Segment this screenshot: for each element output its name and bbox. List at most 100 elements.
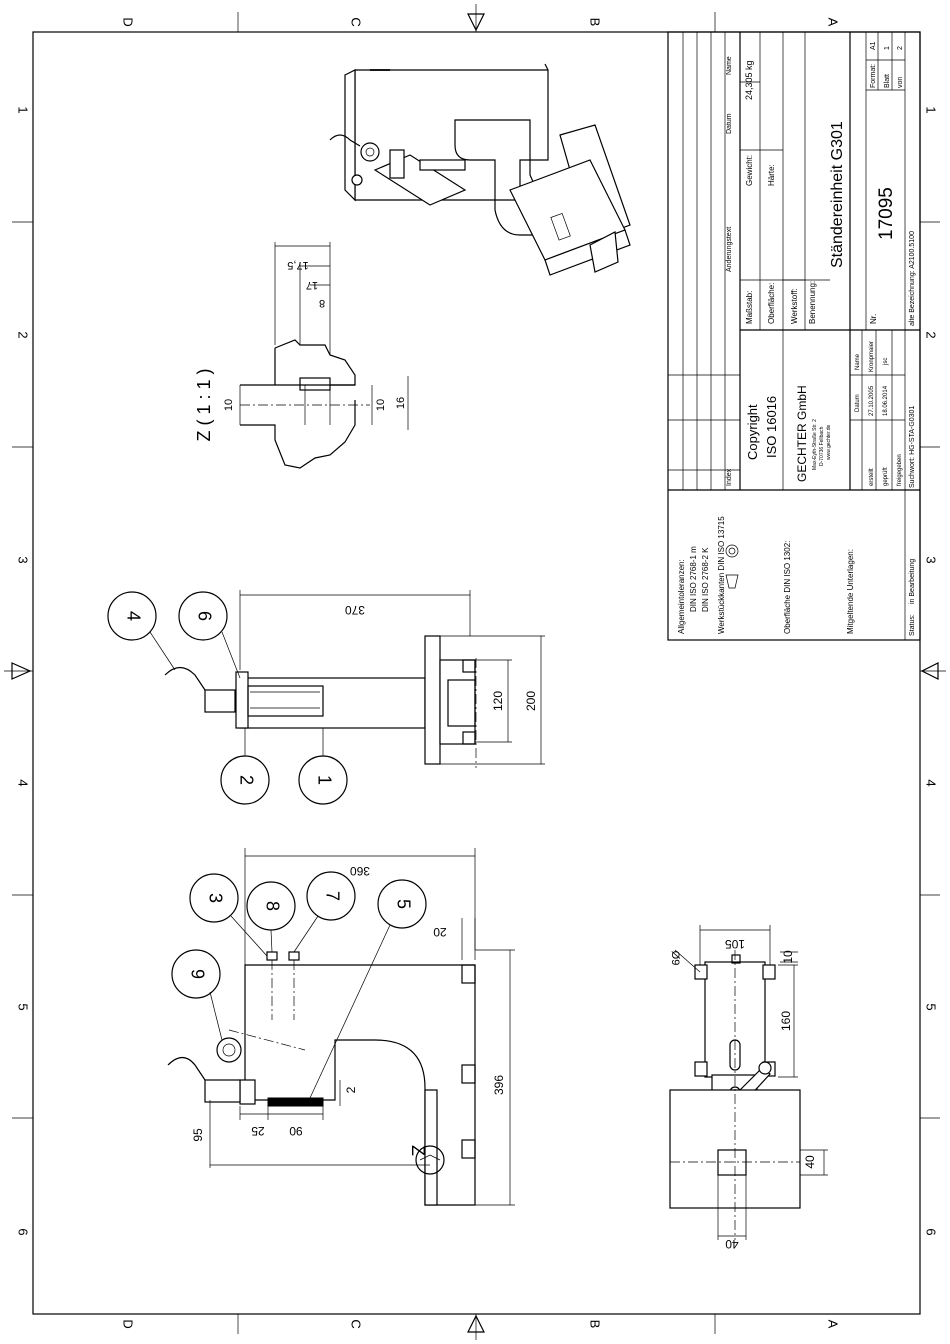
- werkstueckkanten: Werkstückkanten DIN ISO 13715: [717, 516, 726, 634]
- din-iso-2768-2: DIN ISO 2768-2 K: [701, 547, 710, 612]
- balloon-2: 2: [236, 775, 256, 785]
- zone-letter: D: [121, 17, 136, 26]
- dim-20: 20: [433, 925, 447, 939]
- detail-view-z: Z ( 1 : 1 ) 17,5 17 8 10 10 16: [194, 242, 409, 469]
- dim-396: 396: [492, 1075, 506, 1095]
- zone-number: 5: [924, 1003, 939, 1010]
- head-datum: Datum: [855, 394, 861, 412]
- benennung-value: Ständereinheit G301: [829, 121, 846, 268]
- zone-number: 6: [16, 1228, 31, 1235]
- zone-number: 3: [16, 556, 31, 563]
- zone-letter: C: [349, 17, 364, 26]
- zone-number: 2: [924, 331, 939, 338]
- erstellt-date: 27.10.2005: [869, 385, 875, 416]
- dim-10-right: 10: [375, 399, 387, 411]
- dim-120: 120: [491, 691, 505, 711]
- dim-90: 90: [289, 1124, 303, 1138]
- mitgeltende-unterlagen: Mitgeltende Unterlagen:: [846, 549, 855, 634]
- zone-numbers: 1 2 3 4 5 6 1 2 3 4 5 6: [16, 106, 939, 1235]
- balloon-4: 4: [123, 611, 143, 621]
- label-name: Name: [726, 56, 733, 75]
- balloon-3: 3: [205, 893, 225, 903]
- front-view: 360 20 396 Z 2 95: [167, 848, 515, 1206]
- label-massstab: Maßstab:: [745, 291, 754, 324]
- side-view: 370 120 200 4 6 2 1: [107, 590, 545, 805]
- dim-40-bottom: 40: [725, 1237, 739, 1251]
- balloon-5: 5: [393, 899, 413, 909]
- dim-160: 160: [779, 1011, 793, 1031]
- dim-17-5: 17,5: [287, 259, 308, 271]
- nr-value: 17095: [876, 187, 897, 240]
- zone-number: 4: [924, 779, 939, 786]
- freigegeben-label: freigegeben: [897, 454, 903, 486]
- dim-25: 25: [251, 1124, 265, 1138]
- format-value: A1: [870, 41, 877, 50]
- din-iso-2768-1: DIN ISO 2768-1 m: [689, 546, 698, 612]
- dim-105: 105: [725, 937, 745, 951]
- dim-16: 16: [395, 397, 407, 409]
- company-address-2: D-70736 Fellbach: [819, 426, 825, 466]
- label-nr: Nr.: [869, 314, 878, 324]
- zone-number: 4: [16, 779, 31, 786]
- zone-number: 1: [924, 106, 939, 113]
- balloon-7: 7: [322, 891, 342, 901]
- dim-360: 360: [350, 864, 370, 878]
- label-benennung: Benennung:: [808, 281, 817, 324]
- balloon-1: 1: [314, 775, 334, 785]
- z-label: Z: [408, 1145, 428, 1156]
- label-haerte: Härte:: [767, 164, 776, 186]
- label-werkstoff: Werkstoff:: [790, 288, 799, 324]
- zone-number: 1: [16, 106, 31, 113]
- allgemeintoleranzen: Allgemeintoleranzen:: [677, 559, 686, 634]
- balloon-6: 6: [194, 611, 214, 621]
- dim-2: 2: [344, 1086, 358, 1093]
- dim-17: 17: [306, 279, 318, 291]
- von-value: 2: [897, 46, 904, 50]
- dim-10-left: 10: [223, 399, 235, 411]
- top-view: 105 10 160 40 40 Ø9: [669, 925, 828, 1251]
- copyright-line-2: ISO 16016: [764, 396, 779, 458]
- zone-letter: A: [826, 18, 841, 27]
- suchwort: Suchwort: HG-STA-G0301: [909, 406, 916, 488]
- label-oberflaeche: Oberfläche:: [767, 283, 776, 324]
- zone-number: 6: [924, 1228, 939, 1235]
- zone-number: 3: [924, 556, 939, 563]
- label-index: Index: [726, 468, 733, 486]
- dim-40-right: 40: [803, 1155, 817, 1169]
- label-aenderungstext: Änderungstext: [725, 227, 733, 272]
- geprueft-date: 18.06.2014: [883, 385, 889, 416]
- zone-number: 2: [16, 331, 31, 338]
- zone-letter: B: [588, 18, 603, 27]
- erstellt-name: Kronpmaier: [869, 341, 875, 372]
- label-format: Format:: [870, 64, 877, 88]
- zone-letter: C: [349, 1319, 364, 1328]
- dim-95: 95: [191, 1128, 205, 1142]
- company-address-3: www.gechter.de: [826, 424, 832, 460]
- label-von: von: [897, 77, 904, 88]
- title-block-texts: Änderungstext Datum Name Index Maßstab: …: [677, 41, 916, 636]
- head-name: Name: [855, 353, 861, 370]
- copyright-line-1: Copyright: [745, 404, 760, 460]
- gewicht-value: 24,305 kg: [744, 60, 754, 100]
- dim-diameter-9: Ø9: [669, 951, 681, 966]
- zone-letter: D: [121, 1319, 136, 1328]
- erstellt-label: erstellt: [869, 468, 875, 486]
- label-gewicht: Gewicht:: [745, 155, 754, 186]
- zone-number: 5: [16, 1003, 31, 1010]
- company-address-1: Max-Eyth-Straße Str. 2: [812, 419, 818, 470]
- label-datum: Datum: [726, 113, 733, 134]
- balloon-9: 9: [187, 969, 207, 979]
- dim-8: 8: [319, 297, 325, 309]
- zone-letters: D C B A D C B A: [121, 17, 841, 1328]
- detail-title: Z ( 1 : 1 ): [194, 368, 214, 441]
- alte-bezeichnung: alte Bezeichnung: A2100.5100: [909, 231, 916, 326]
- zone-letter: B: [588, 1320, 603, 1329]
- drawing-frame: [4, 4, 946, 1340]
- dim-10: 10: [781, 950, 795, 964]
- geprueft-label: geprüft: [883, 467, 889, 486]
- blatt-value: 1: [884, 46, 891, 50]
- isometric-view: [329, 63, 631, 276]
- dim-200: 200: [524, 691, 538, 711]
- edge-symbol-icon: [725, 544, 739, 589]
